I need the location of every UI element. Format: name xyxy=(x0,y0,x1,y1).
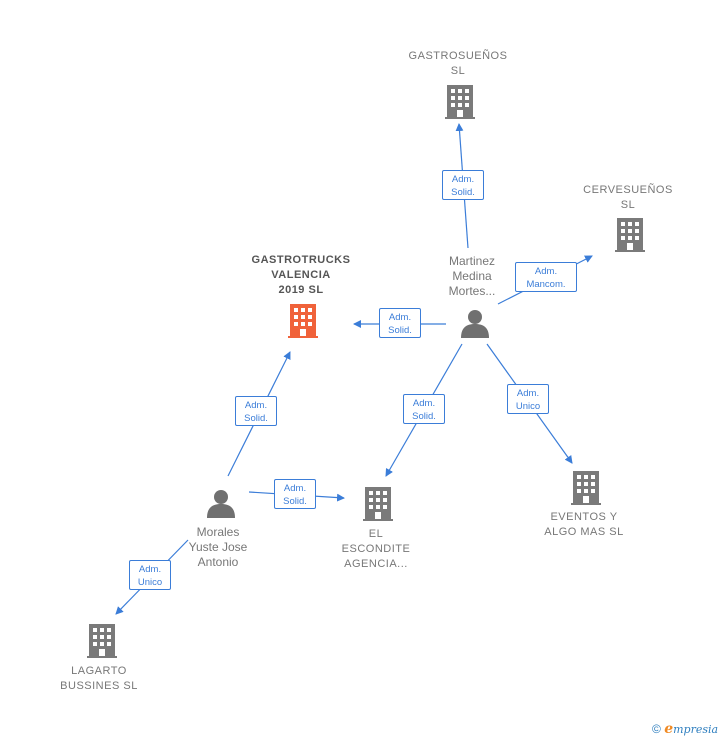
building-icon xyxy=(87,624,117,658)
building-icon xyxy=(571,471,601,505)
node-label-cervesuenos[interactable]: CERVESUEÑOS SL xyxy=(583,184,673,211)
role-badge: Adm. Solid. xyxy=(442,170,484,200)
role-badge: Adm. Solid. xyxy=(403,394,445,424)
node-label-eventos[interactable]: EVENTOS Y ALGO MAS SL xyxy=(544,511,624,538)
node-label-martinez[interactable]: Martinez Medina Mortes... xyxy=(448,254,496,298)
node-label-el-escondite[interactable]: EL ESCONDITE AGENCIA... xyxy=(341,528,411,570)
role-badge: Adm. Solid. xyxy=(379,308,421,338)
role-badge: Adm. Solid. xyxy=(235,396,277,426)
role-badge: Adm. Unico xyxy=(129,560,171,590)
brand-name: empresia xyxy=(664,721,719,737)
node-label-lagarto[interactable]: LAGARTO BUSSINES SL xyxy=(60,665,138,692)
role-badge: Adm. Solid. xyxy=(274,479,316,509)
person-icon xyxy=(461,310,489,338)
building-icon xyxy=(615,218,645,252)
building-icon xyxy=(288,304,318,338)
empresia-logo: © empresia xyxy=(652,721,718,737)
role-badge: Adm. Unico xyxy=(507,384,549,414)
building-icon xyxy=(445,85,475,119)
role-badge: Adm. Mancom. xyxy=(515,262,577,292)
node-label-gastrosuenos[interactable]: GASTROSUEÑOS SL xyxy=(408,50,508,77)
building-icon xyxy=(363,487,393,521)
node-label-gastrotrucks[interactable]: GASTROTRUCKS VALENCIA 2019 SL xyxy=(251,254,351,296)
node-label-morales[interactable]: Morales Yuste Jose Antonio xyxy=(188,525,248,569)
person-icon xyxy=(207,490,235,518)
copyright-symbol: © xyxy=(652,722,661,736)
